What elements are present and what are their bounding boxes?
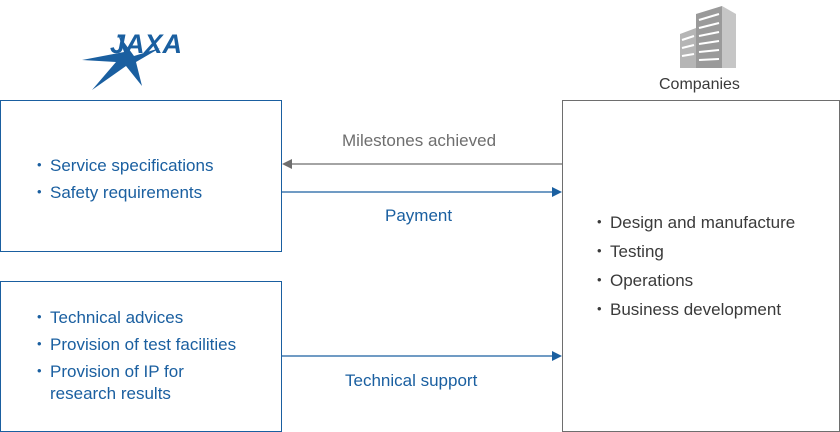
jaxa-logo-mark: JAXA: [82, 29, 182, 90]
list-item: Testing: [597, 240, 795, 263]
payment-arrow: [282, 187, 562, 197]
jaxa-requirements-box: Service specifications Safety requiremen…: [0, 100, 282, 252]
list-item: Business development: [597, 298, 795, 321]
jaxa-support-box: Technical advices Provision of test faci…: [0, 281, 282, 432]
jaxa-requirements-list: Service specifications Safety requiremen…: [37, 154, 213, 204]
companies-label: Companies: [659, 76, 740, 93]
jaxa-wordmark: JAXA: [110, 29, 182, 59]
milestones-arrow: [282, 159, 562, 169]
list-item: Safety requirements: [37, 181, 213, 204]
companies-list: Design and manufacture Testing Operation…: [597, 211, 795, 321]
milestones-label: Milestones achieved: [342, 131, 497, 150]
list-item: Design and manufacture: [597, 211, 795, 234]
technical-support-arrow: [282, 351, 562, 361]
jaxa-logo: JAXA: [78, 22, 190, 92]
companies-box: Design and manufacture Testing Operation…: [562, 100, 840, 432]
payment-label: Payment: [385, 206, 453, 225]
technical-support-label: Technical support: [345, 371, 478, 390]
list-item: Provision of IP for research results: [37, 360, 225, 405]
list-item: Operations: [597, 269, 795, 292]
list-item: Service specifications: [37, 154, 213, 177]
list-item: Provision of test facilities: [37, 333, 273, 356]
jaxa-support-list: Technical advices Provision of test faci…: [37, 306, 273, 405]
list-item: Technical advices: [37, 306, 273, 329]
building-icon: [678, 4, 738, 68]
